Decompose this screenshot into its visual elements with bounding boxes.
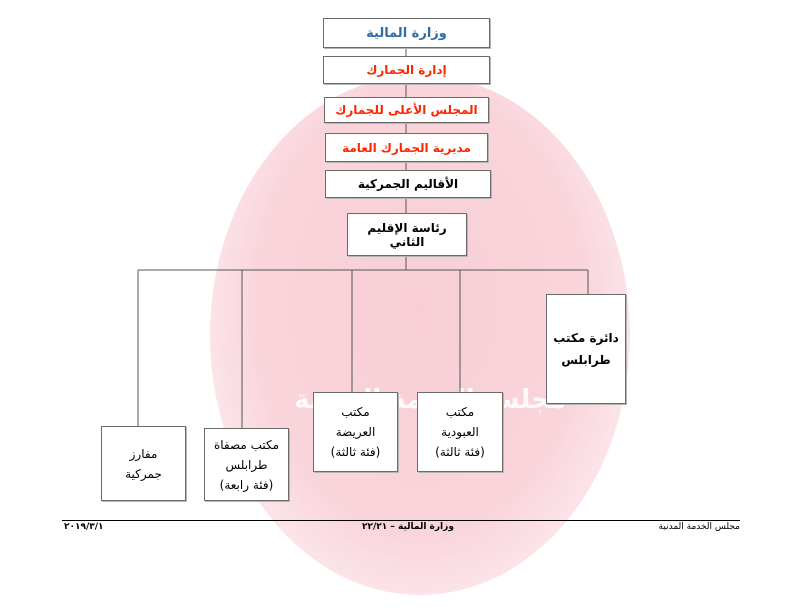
box-customs-directorate-label: مديرية الجمارك العامة [342, 140, 471, 155]
tripoli-office-dept-line2: طرابلس [561, 353, 611, 367]
box-customs-council-label: المجلس الأعلى للجمارك [335, 103, 478, 117]
box-customs-regions-label: الأقاليم الجمركية [357, 177, 459, 191]
box-ministry: وزارة المالية [323, 18, 490, 48]
box-tripoli-refinery-office: مكتب مصفاة طرابلس (فئة رابعة) [204, 428, 289, 501]
footer-left: ٢٠١٩/٣/١ [64, 522, 104, 532]
box-customs-admin: إدارة الجمارك [323, 56, 490, 84]
box-customs-regions: الأقاليم الجمركية [325, 170, 491, 198]
abboudieh-office-line2: العبودية [441, 425, 479, 439]
box-tripoli-office-dept: دائرة مكتب طرابلس [546, 294, 626, 404]
customs-posts-line1: مفارز [129, 446, 158, 461]
footer-divider [62, 520, 740, 521]
customs-posts-line2: جمركية [125, 466, 162, 481]
tripoli-refinery-office-line3: (فئة رابعة) [219, 477, 274, 492]
box-customs-directorate: مديرية الجمارك العامة [325, 133, 488, 162]
box-ministry-label: وزارة المالية [366, 25, 447, 41]
tripoli-refinery-office-line1: مكتب مصفاة [213, 437, 280, 452]
arida-office-line1: مكتب [341, 405, 370, 419]
footer-right: مجلس الخدمة المدنية [658, 522, 740, 532]
box-second-region-label: رئاسة الإقليم الثاني [367, 220, 447, 249]
box-abboudieh-office: مكتب العبودية (فئة ثالثة) [417, 392, 503, 472]
abboudieh-office-line1: مكتب [445, 405, 475, 419]
tripoli-office-dept-line1: دائرة مكتب [553, 331, 619, 345]
arida-office-line2: العريضة [335, 425, 376, 439]
footer-center: وزارة المالية – ٢٢/٢١ [362, 522, 454, 532]
box-arida-office: مكتب العريضة (فئة ثالثة) [313, 392, 398, 472]
abboudieh-office-line3: (فئة ثالثة) [435, 445, 485, 459]
box-customs-admin-label: إدارة الجمارك [366, 63, 447, 77]
box-customs-posts: مفارز جمركية [101, 426, 186, 501]
arida-office-line3: (فئة ثالثة) [330, 445, 381, 459]
tripoli-refinery-office-line2: طرابلس [225, 457, 268, 472]
box-second-region: رئاسة الإقليم الثاني [347, 213, 467, 256]
box-customs-council: المجلس الأعلى للجمارك [324, 97, 489, 123]
